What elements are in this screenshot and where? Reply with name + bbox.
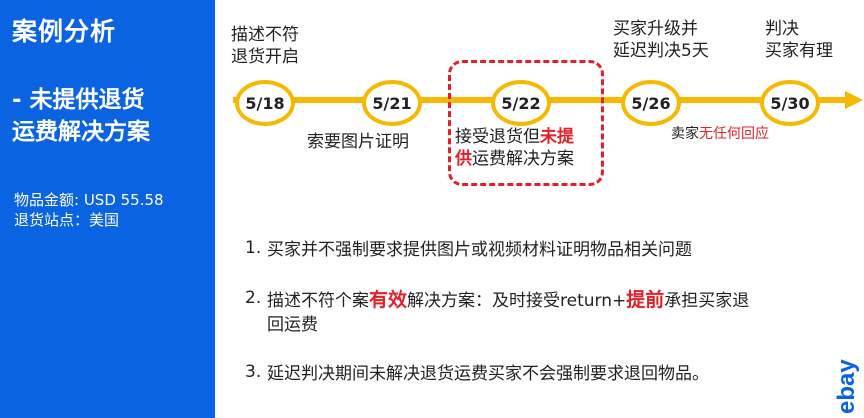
timeline-node: 5/26	[621, 80, 681, 126]
event-dispute-opened: 描述不符 退货开启	[231, 24, 299, 68]
return-site: 退货站点：美国	[14, 211, 120, 229]
ebay-logo-text: ebay	[833, 359, 860, 414]
event-line: 退货开启	[231, 47, 299, 67]
event-line: 延迟判决5天	[613, 41, 709, 61]
event-text: 卖家	[671, 126, 699, 142]
note-number: 3.	[245, 362, 262, 382]
subtitle-line-2: 运费解决方案	[12, 119, 150, 145]
case-subtitle: - 未提供退货 运费解决方案	[12, 84, 150, 148]
item-amount: 物品金额: USD 55.58	[14, 191, 164, 209]
ebay-logo-icon: ebay	[833, 359, 860, 414]
event-line: 买家有理	[765, 41, 833, 61]
event-accept-return: 接受退货但未提 供运费解决方案	[455, 126, 595, 170]
note-text: 描述不符个案有效解决方案：及时接受return+提前承担买家退 回运费	[267, 288, 842, 337]
timeline-node: 5/21	[362, 80, 422, 126]
event-text-emphasis: 供	[455, 149, 472, 169]
event-text: 运费解决方案	[472, 149, 574, 169]
case-title: 案例分析	[12, 17, 117, 46]
note-text-part: 回运费	[267, 315, 318, 335]
event-text: 接受退货但	[455, 127, 540, 147]
note-number: 2.	[245, 288, 262, 308]
note-text-emphasis: 提前	[626, 289, 665, 311]
note-text-part: 描述不符个案	[267, 291, 369, 311]
event-text-emphasis: 未提	[540, 127, 574, 147]
event-escalation: 买家升级并 延迟判决5天	[613, 18, 709, 62]
timeline-node: 5/22	[491, 80, 551, 126]
sidebar-panel: 案例分析 - 未提供退货 运费解决方案 物品金额: USD 55.58 退货站点…	[0, 0, 215, 418]
note-text-part: 承担买家退	[664, 291, 750, 311]
subtitle-line-1: - 未提供退货	[12, 87, 145, 113]
event-text-emphasis: 无任何回应	[699, 126, 769, 142]
note-text: 买家并不强制要求提供图片或视频材料证明物品相关问题	[267, 240, 692, 260]
note-text: 延迟判决期间未解决退货运费买家不会强制要求退回物品。	[267, 364, 709, 384]
event-line: 买家升级并	[613, 19, 698, 39]
note-text-emphasis: 有效	[369, 289, 408, 311]
timeline: 5/18 5/21 5/22 5/26 5/30 描述不符 退货开启 买家升级并…	[215, 0, 864, 200]
timeline-arrow-icon	[845, 91, 863, 109]
event-request-photos: 索要图片证明	[307, 132, 409, 152]
note-number: 1.	[245, 238, 262, 258]
event-line: 描述不符	[231, 25, 299, 45]
event-judgement: 判决 买家有理	[765, 18, 833, 62]
timeline-node: 5/18	[235, 80, 295, 126]
highlight-box	[448, 60, 604, 186]
event-line: 判决	[765, 19, 799, 39]
event-seller-no-response: 卖家无任何回应	[671, 123, 769, 145]
note-text-part: 解决方案：及时接受return+	[407, 291, 627, 311]
case-meta: 物品金额: USD 55.58 退货站点：美国	[14, 190, 164, 230]
timeline-node: 5/30	[760, 80, 820, 126]
